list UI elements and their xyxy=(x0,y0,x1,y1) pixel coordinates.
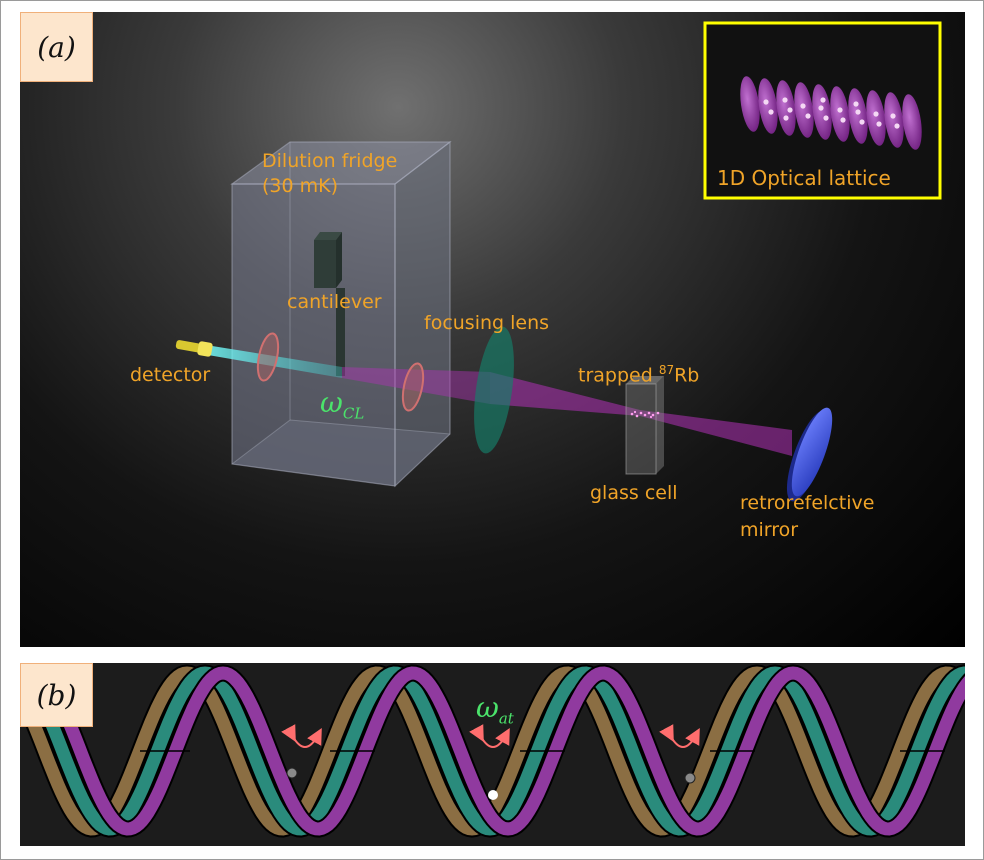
panel-b-badge: (b) xyxy=(20,663,93,727)
cantilever-arm xyxy=(336,288,345,376)
oscillation-arrow-center xyxy=(469,724,510,748)
optical-lattice-inset xyxy=(703,21,942,200)
potential-wave-bands xyxy=(20,664,965,838)
wave-band-purple xyxy=(20,666,965,836)
trapped-atoms xyxy=(630,410,660,419)
retroreflective-mirror xyxy=(786,407,833,502)
mirror-label-line1: retrorefelctive xyxy=(740,492,875,514)
fridge-label-line2: (30 mK) xyxy=(262,175,339,197)
glass-cell-label: glass cell xyxy=(590,482,678,504)
lattice-atoms xyxy=(763,97,900,129)
fridge-window-left xyxy=(256,332,280,382)
detector-label: detector xyxy=(130,364,211,386)
panel-a-badge: (a) xyxy=(20,12,93,82)
fridge-window-right xyxy=(401,362,425,412)
omega-at-label: ωat xyxy=(476,691,514,728)
focusing-lens-label: focusing lens xyxy=(424,312,550,334)
detector-icon xyxy=(175,340,213,357)
focusing-lens xyxy=(474,326,514,454)
lattice-discs xyxy=(740,76,922,150)
cantilever-mount xyxy=(314,232,345,376)
fridge-label-line1: Dilution fridge xyxy=(262,150,398,172)
glass-cell xyxy=(625,376,664,475)
oscillation-arrow-right xyxy=(659,724,700,748)
mirror-label-line2: mirror xyxy=(740,519,799,541)
atom-center xyxy=(488,790,498,800)
atom-left xyxy=(286,767,298,779)
panel-a: (a) 1D Optical lattice Dilution fridge (… xyxy=(20,12,965,647)
atom-right xyxy=(684,772,696,784)
optical-lattice-wave xyxy=(20,664,965,838)
setup-illustration xyxy=(175,21,942,502)
cantilever-label: cantilever xyxy=(287,291,382,313)
oscillation-arrows xyxy=(281,724,700,748)
omega-cl-label: ωCL xyxy=(320,386,365,423)
trapped-rb-label: trapped 87Rb xyxy=(578,363,700,387)
inset-label: 1D Optical lattice xyxy=(717,166,891,190)
oscillation-arrow-left xyxy=(281,724,322,748)
panel-b: (b) ωat xyxy=(20,663,965,846)
